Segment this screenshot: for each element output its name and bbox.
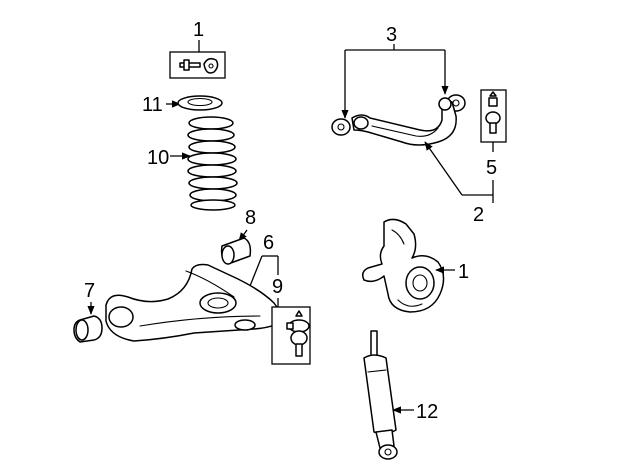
callout-number-11: 11 [142, 94, 163, 116]
callout-group-6: 6 [105, 232, 285, 342]
cam-washer-icon [203, 57, 219, 74]
callout-group-12: 12 [363, 330, 438, 460]
callout-number-12: 12 [416, 401, 438, 423]
lower-ball-joint-icon [286, 310, 310, 357]
callout-number-8: 8 [245, 207, 256, 229]
callout-number-6: 6 [263, 232, 274, 254]
upper-bushing-left-icon[interactable] [331, 118, 351, 136]
callout-number-4: 1 [193, 19, 204, 41]
spring-insulator-icon[interactable] [177, 95, 223, 111]
lower-control-arm-icon[interactable] [105, 263, 285, 342]
callout-group-10: 10 [147, 116, 238, 211]
callout-number-7: 7 [84, 280, 95, 302]
lower-front-bushing-icon[interactable] [73, 315, 103, 343]
coil-spring-icon[interactable] [187, 116, 238, 211]
callout-group-5: 5 [480, 89, 507, 179]
callout-group-11: 11 [142, 94, 223, 116]
callout-group-4: 1 [169, 19, 226, 79]
callout-group-7: 7 [73, 280, 103, 343]
callout-group-8: 8 [220, 207, 256, 265]
callout-group-1: 1 [361, 218, 469, 313]
callout-group-9: 9 [271, 276, 311, 365]
callout-number-10: 10 [147, 147, 169, 169]
shock-absorber-icon[interactable] [363, 330, 398, 460]
callout-number-2: 2 [473, 204, 484, 226]
callout-group-2: 2 [351, 97, 494, 226]
callout-number-5: 5 [486, 157, 497, 179]
lower-rear-bushing-icon[interactable] [220, 237, 252, 265]
upper-ball-joint-icon [485, 91, 501, 134]
steering-knuckle-icon[interactable] [361, 218, 445, 313]
callout-number-1: 1 [458, 261, 469, 283]
bolt-icon [179, 59, 201, 71]
callout-number-9: 9 [272, 276, 283, 298]
callout-number-3: 3 [386, 24, 397, 46]
upper-control-arm-icon[interactable] [351, 97, 457, 146]
